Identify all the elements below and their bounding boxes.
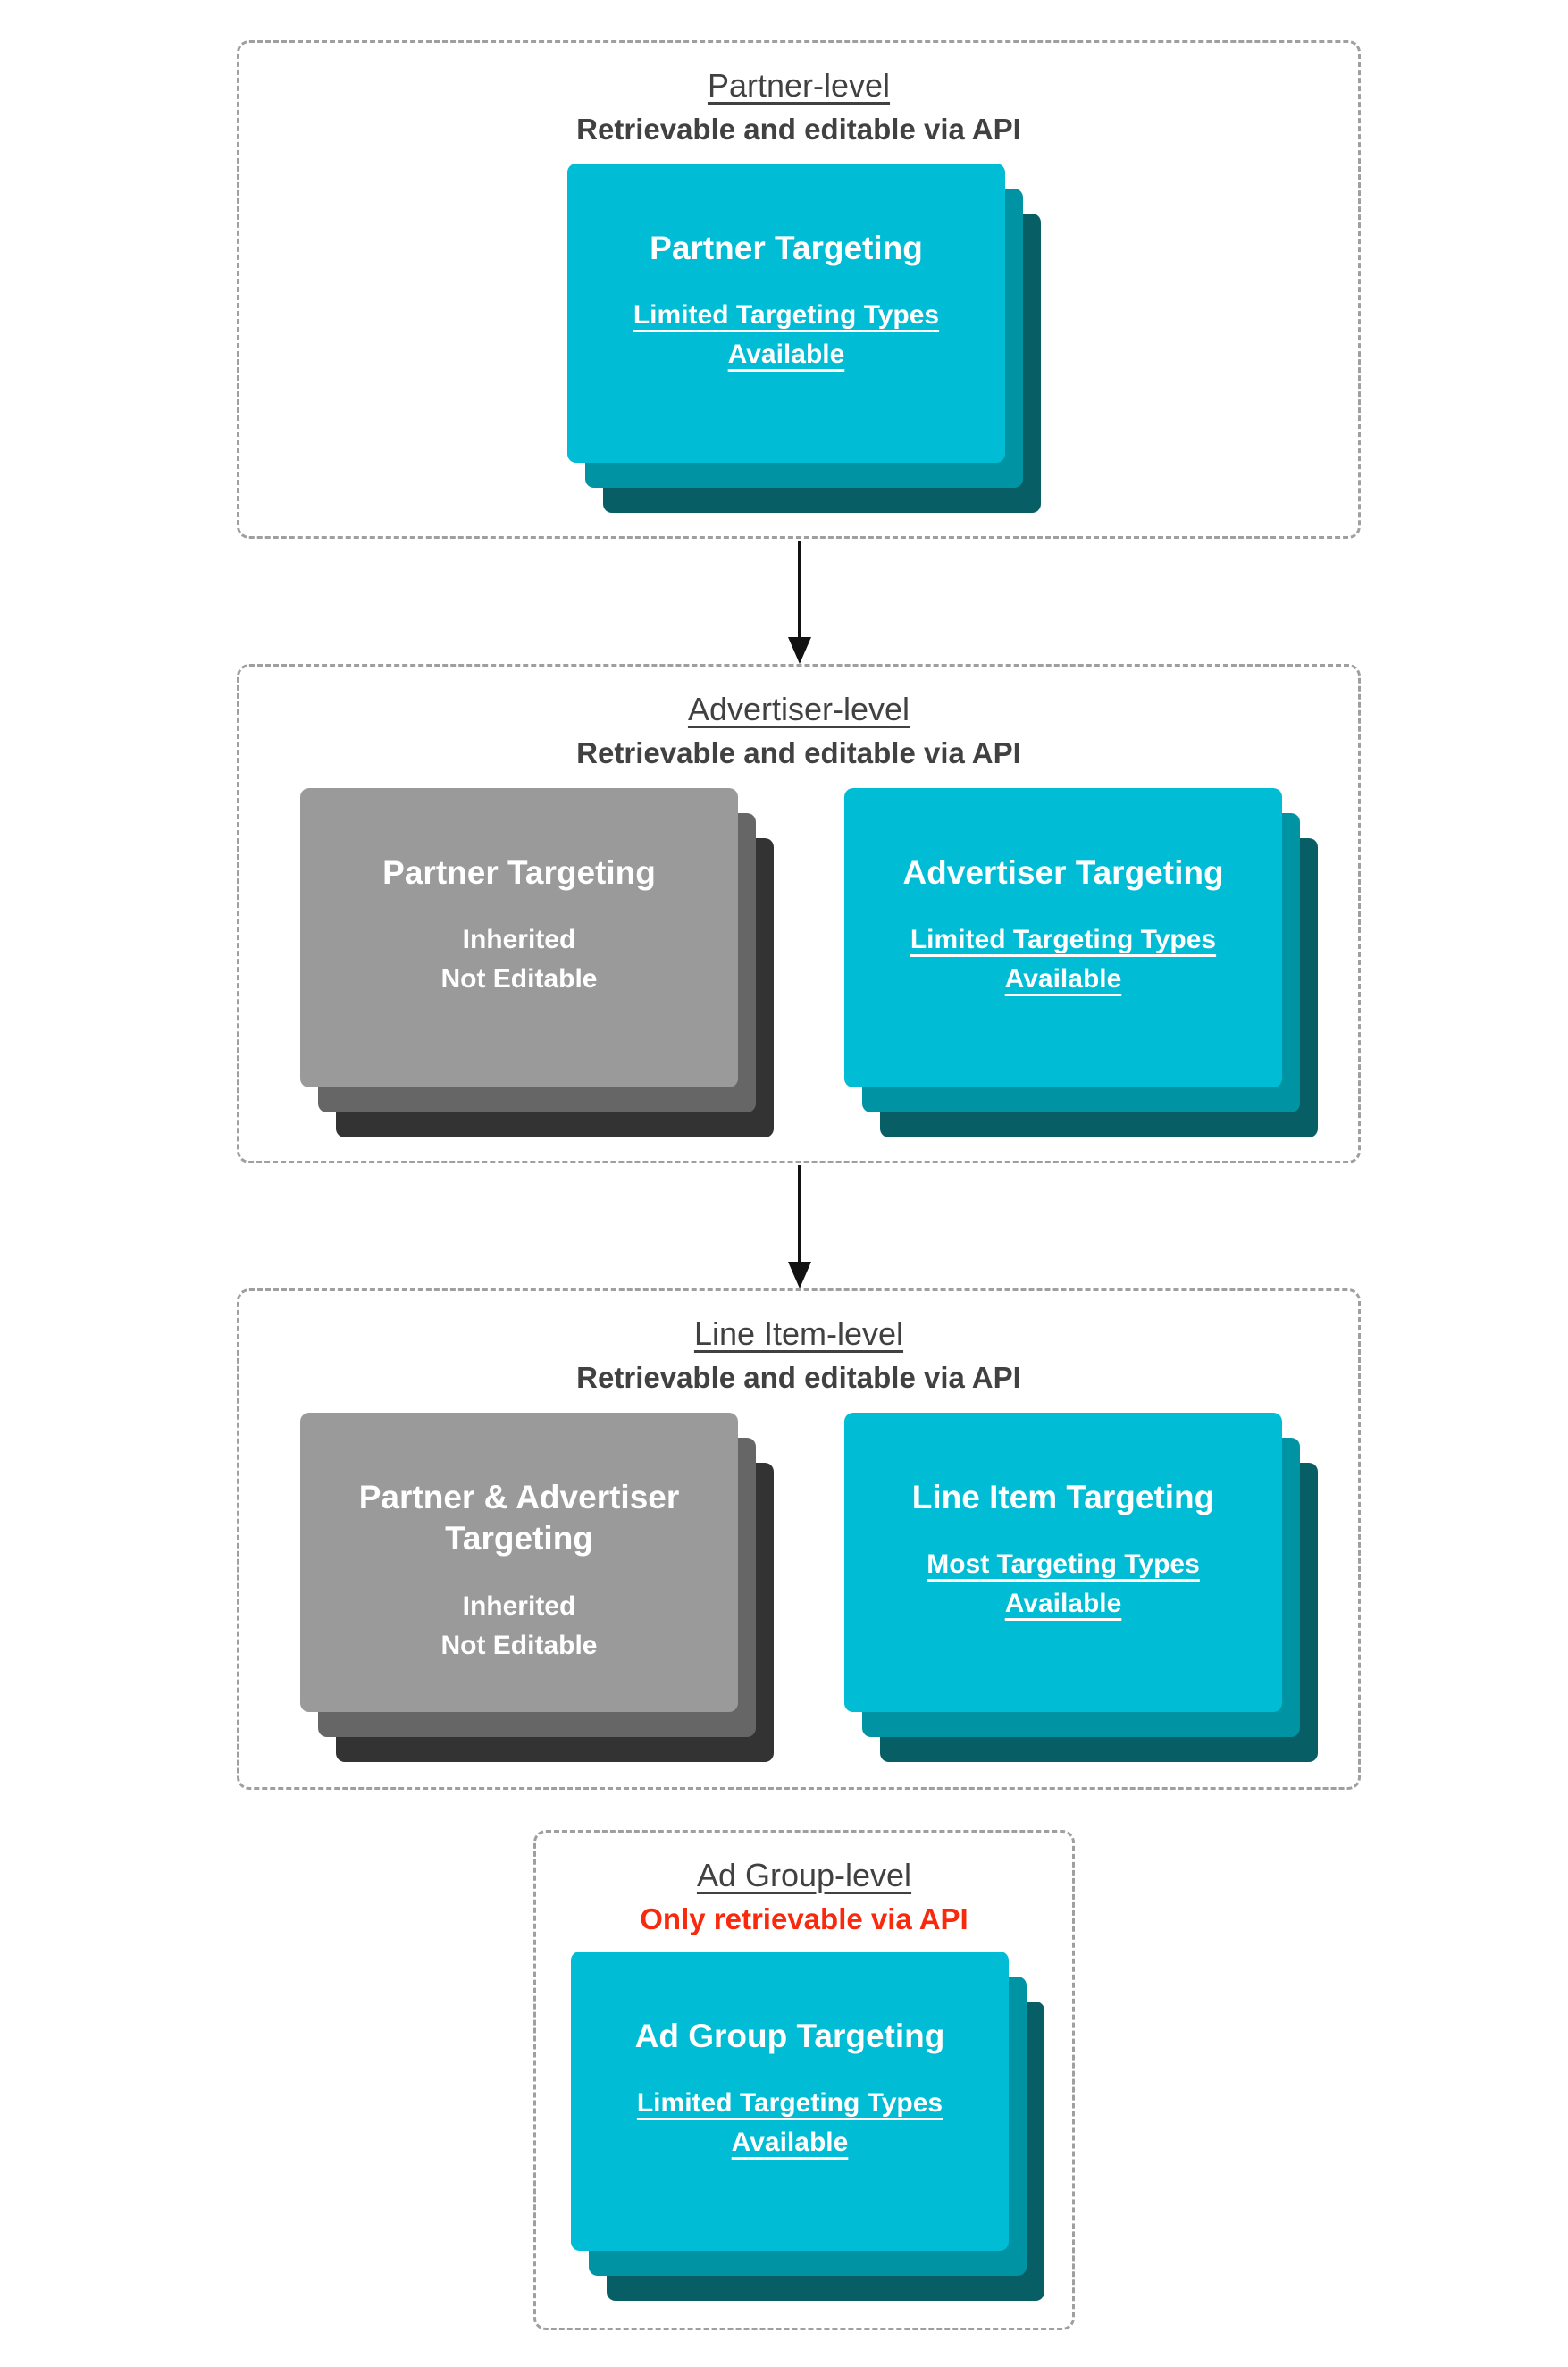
card-body-line: Available bbox=[731, 2128, 849, 2158]
card-body-line: Most Targeting Types bbox=[927, 1549, 1200, 1580]
card-body: Inherited Not Editable bbox=[440, 1587, 597, 1666]
section-title: Partner-level bbox=[707, 67, 891, 104]
card-stack-ad-group-targeting: Ad Group Targeting Limited Targeting Typ… bbox=[571, 1952, 1044, 2301]
card-partner-targeting-inherited: Partner Targeting Inherited Not Editable bbox=[300, 788, 738, 1087]
section-advertiser-level: Advertiser-level Retrievable and editabl… bbox=[237, 664, 1361, 1163]
card-stack-inherited-partner-advertiser-targeting: Partner & Advertiser Targeting Inherited… bbox=[300, 1413, 774, 1762]
section-title: Ad Group-level bbox=[696, 1857, 912, 1893]
card-body-line: Not Editable bbox=[440, 1630, 598, 1660]
card-body: Limited Targeting Types Available bbox=[633, 296, 939, 374]
card-body: Limited Targeting Types Available bbox=[910, 920, 1216, 999]
card-body: Most Targeting Types Available bbox=[927, 1545, 1200, 1624]
card-body-line: Available bbox=[727, 340, 845, 370]
section-subtitle: Only retrievable via API bbox=[640, 1902, 968, 1935]
section-subtitle: Retrievable and editable via API bbox=[576, 1361, 1021, 1394]
card-stack-inherited-partner-targeting: Partner Targeting Inherited Not Editable bbox=[300, 788, 774, 1137]
card-title: Partner Targeting bbox=[382, 854, 656, 891]
section-title: Advertiser-level bbox=[687, 691, 910, 727]
section-ad-group-level: Ad Group-level Only retrievable via API … bbox=[533, 1830, 1075, 2330]
section-partner-level: Partner-level Retrievable and editable v… bbox=[237, 40, 1361, 539]
card-ad-group-targeting: Ad Group Targeting Limited Targeting Typ… bbox=[571, 1952, 1009, 2251]
card-title: Partner & Advertiser Targeting bbox=[358, 1479, 680, 1557]
card-title: Advertiser Targeting bbox=[902, 854, 1224, 891]
card-stack-partner-targeting: Partner Targeting Limited Targeting Type… bbox=[567, 164, 1041, 513]
section-line-item-level: Line Item-level Retrievable and editable… bbox=[237, 1288, 1361, 1790]
card-body-line: Inherited bbox=[462, 925, 576, 955]
card-partner-advertiser-targeting-inherited: Partner & Advertiser Targeting Inherited… bbox=[300, 1413, 738, 1712]
card-body-line: Limited Targeting Types bbox=[633, 300, 940, 331]
card-body-line: Inherited bbox=[462, 1591, 576, 1621]
section-title: Line Item-level bbox=[693, 1315, 904, 1352]
card-body: Limited Targeting Types Available bbox=[637, 2084, 943, 2162]
card-title: Ad Group Targeting bbox=[634, 2018, 945, 2054]
flow-arrow-partner-to-advertiser bbox=[798, 541, 801, 637]
card-body-line: Limited Targeting Types bbox=[910, 925, 1217, 955]
card-body-line: Limited Targeting Types bbox=[636, 2088, 943, 2119]
card-partner-targeting: Partner Targeting Limited Targeting Type… bbox=[567, 164, 1005, 463]
card-title: Partner Targeting bbox=[650, 230, 923, 266]
card-title: Line Item Targeting bbox=[911, 1479, 1215, 1515]
flow-arrow-advertiser-to-line-item bbox=[798, 1165, 801, 1262]
card-stack-advertiser-targeting: Advertiser Targeting Limited Targeting T… bbox=[844, 788, 1318, 1137]
card-body: Inherited Not Editable bbox=[440, 920, 597, 999]
card-advertiser-targeting: Advertiser Targeting Limited Targeting T… bbox=[844, 788, 1282, 1087]
section-subtitle: Retrievable and editable via API bbox=[576, 113, 1021, 146]
card-body-line: Available bbox=[1004, 1589, 1122, 1619]
section-subtitle: Retrievable and editable via API bbox=[576, 736, 1021, 769]
card-body-line: Not Editable bbox=[440, 964, 598, 995]
card-body-line: Available bbox=[1004, 964, 1122, 995]
card-stack-line-item-targeting: Line Item Targeting Most Targeting Types… bbox=[844, 1413, 1318, 1762]
card-line-item-targeting: Line Item Targeting Most Targeting Types… bbox=[844, 1413, 1282, 1712]
